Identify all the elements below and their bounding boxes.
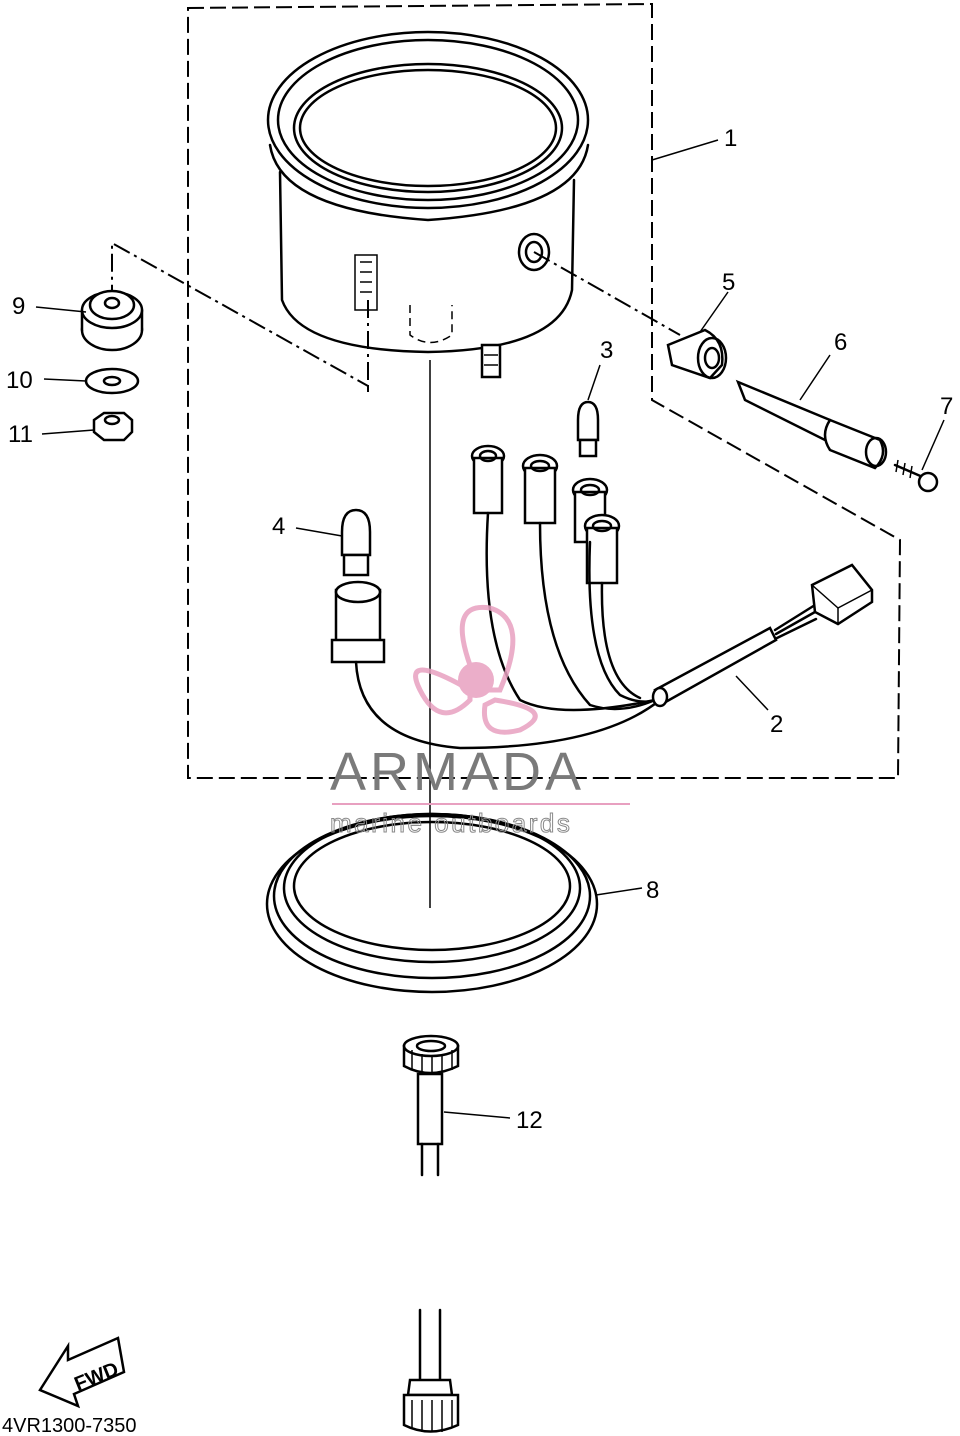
- nut: [92, 411, 134, 442]
- callout-4: 4: [272, 513, 285, 540]
- drawing-code: 4VR1300-7350: [2, 1415, 137, 1436]
- callout-8: 8: [646, 877, 659, 904]
- fwd-arrow: FWD: [38, 1336, 126, 1409]
- rubber-mount: [80, 289, 144, 352]
- light-tube: [735, 379, 888, 470]
- mount-axis: [111, 241, 369, 392]
- screw: [893, 459, 939, 493]
- bezel-ring: [265, 812, 599, 994]
- callout-6: 6: [834, 329, 847, 356]
- bulb-socket: [330, 580, 386, 664]
- callout-10: 10: [6, 367, 33, 394]
- bulb-3: [576, 400, 600, 458]
- callout-12: 12: [516, 1107, 543, 1134]
- gauge-housing: [266, 30, 590, 379]
- callout-1: 1: [724, 125, 737, 152]
- port-axis: [533, 251, 681, 336]
- assembly-boundary: [187, 2, 902, 779]
- washer: [84, 367, 140, 395]
- callout-5: 5: [722, 269, 735, 296]
- callout-11: 11: [8, 421, 33, 448]
- part-callouts: 1 2 3 4 5 6 7 8 9 10 11 12: [6, 125, 953, 1134]
- callout-9: 9: [12, 293, 25, 320]
- leader-lines: [35, 139, 945, 1119]
- watermark-title: ARMADA: [330, 742, 585, 802]
- grommet: [666, 328, 728, 380]
- bulb-4: [340, 508, 372, 577]
- callout-2: 2: [770, 711, 783, 738]
- wire-harness: [354, 444, 874, 750]
- speedo-tube: [402, 1034, 460, 1433]
- callout-3: 3: [600, 337, 613, 364]
- callout-7: 7: [940, 393, 953, 420]
- watermark-logo: [413, 604, 538, 735]
- watermark-subtitle: marine outboards: [330, 808, 572, 838]
